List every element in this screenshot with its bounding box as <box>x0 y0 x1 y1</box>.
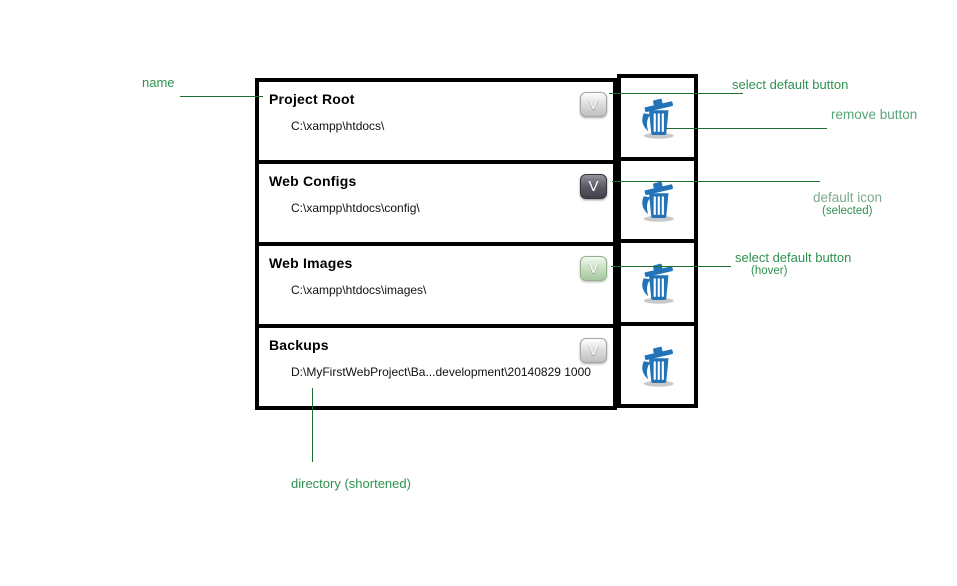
select-default-button[interactable]: V <box>580 338 607 363</box>
trash-icon[interactable] <box>634 93 682 141</box>
remove-button[interactable] <box>621 78 694 161</box>
annotation-line-directory <box>312 388 313 462</box>
remove-button[interactable] <box>621 325 694 404</box>
annotation-name: name <box>142 75 175 90</box>
select-default-button[interactable]: V <box>580 174 607 199</box>
remove-button[interactable] <box>621 243 694 326</box>
annotation-hover: select default button <box>735 250 852 265</box>
project-name: Project Root <box>269 91 355 107</box>
project-directory: C:\xampp\htdocs\images\ <box>291 283 427 297</box>
project-directory: C:\xampp\htdocs\config\ <box>291 201 420 215</box>
annotation-line-name <box>180 96 263 97</box>
annotation-remove: remove button <box>831 107 918 122</box>
annotation-line-select-default <box>609 93 743 94</box>
project-directory: C:\xampp\htdocs\ <box>291 119 385 133</box>
remove-button[interactable] <box>621 160 694 243</box>
remove-column <box>617 74 698 408</box>
annotation-default-icon-state: (selected) <box>822 205 873 217</box>
annotation-default-icon: default icon <box>813 190 883 205</box>
select-default-button[interactable]: V <box>580 256 607 281</box>
trash-icon[interactable] <box>634 341 682 389</box>
trash-icon[interactable] <box>634 176 682 224</box>
project-name: Web Images <box>269 255 353 271</box>
select-default-button[interactable]: V <box>580 92 607 117</box>
project-name: Web Configs <box>269 173 357 189</box>
trash-icon[interactable] <box>634 258 682 306</box>
project-name: Backups <box>269 337 329 353</box>
annotation-line-default-icon <box>612 181 820 182</box>
annotation-directory: directory (shortened) <box>291 476 411 491</box>
annotation-line-remove <box>666 128 827 129</box>
annotation-hover-state: (hover) <box>751 265 788 277</box>
project-directory: D:\MyFirstWebProject\Ba...development\20… <box>291 365 591 379</box>
annotation-select-default: select default button <box>732 77 849 92</box>
annotation-line-hover <box>611 266 731 267</box>
